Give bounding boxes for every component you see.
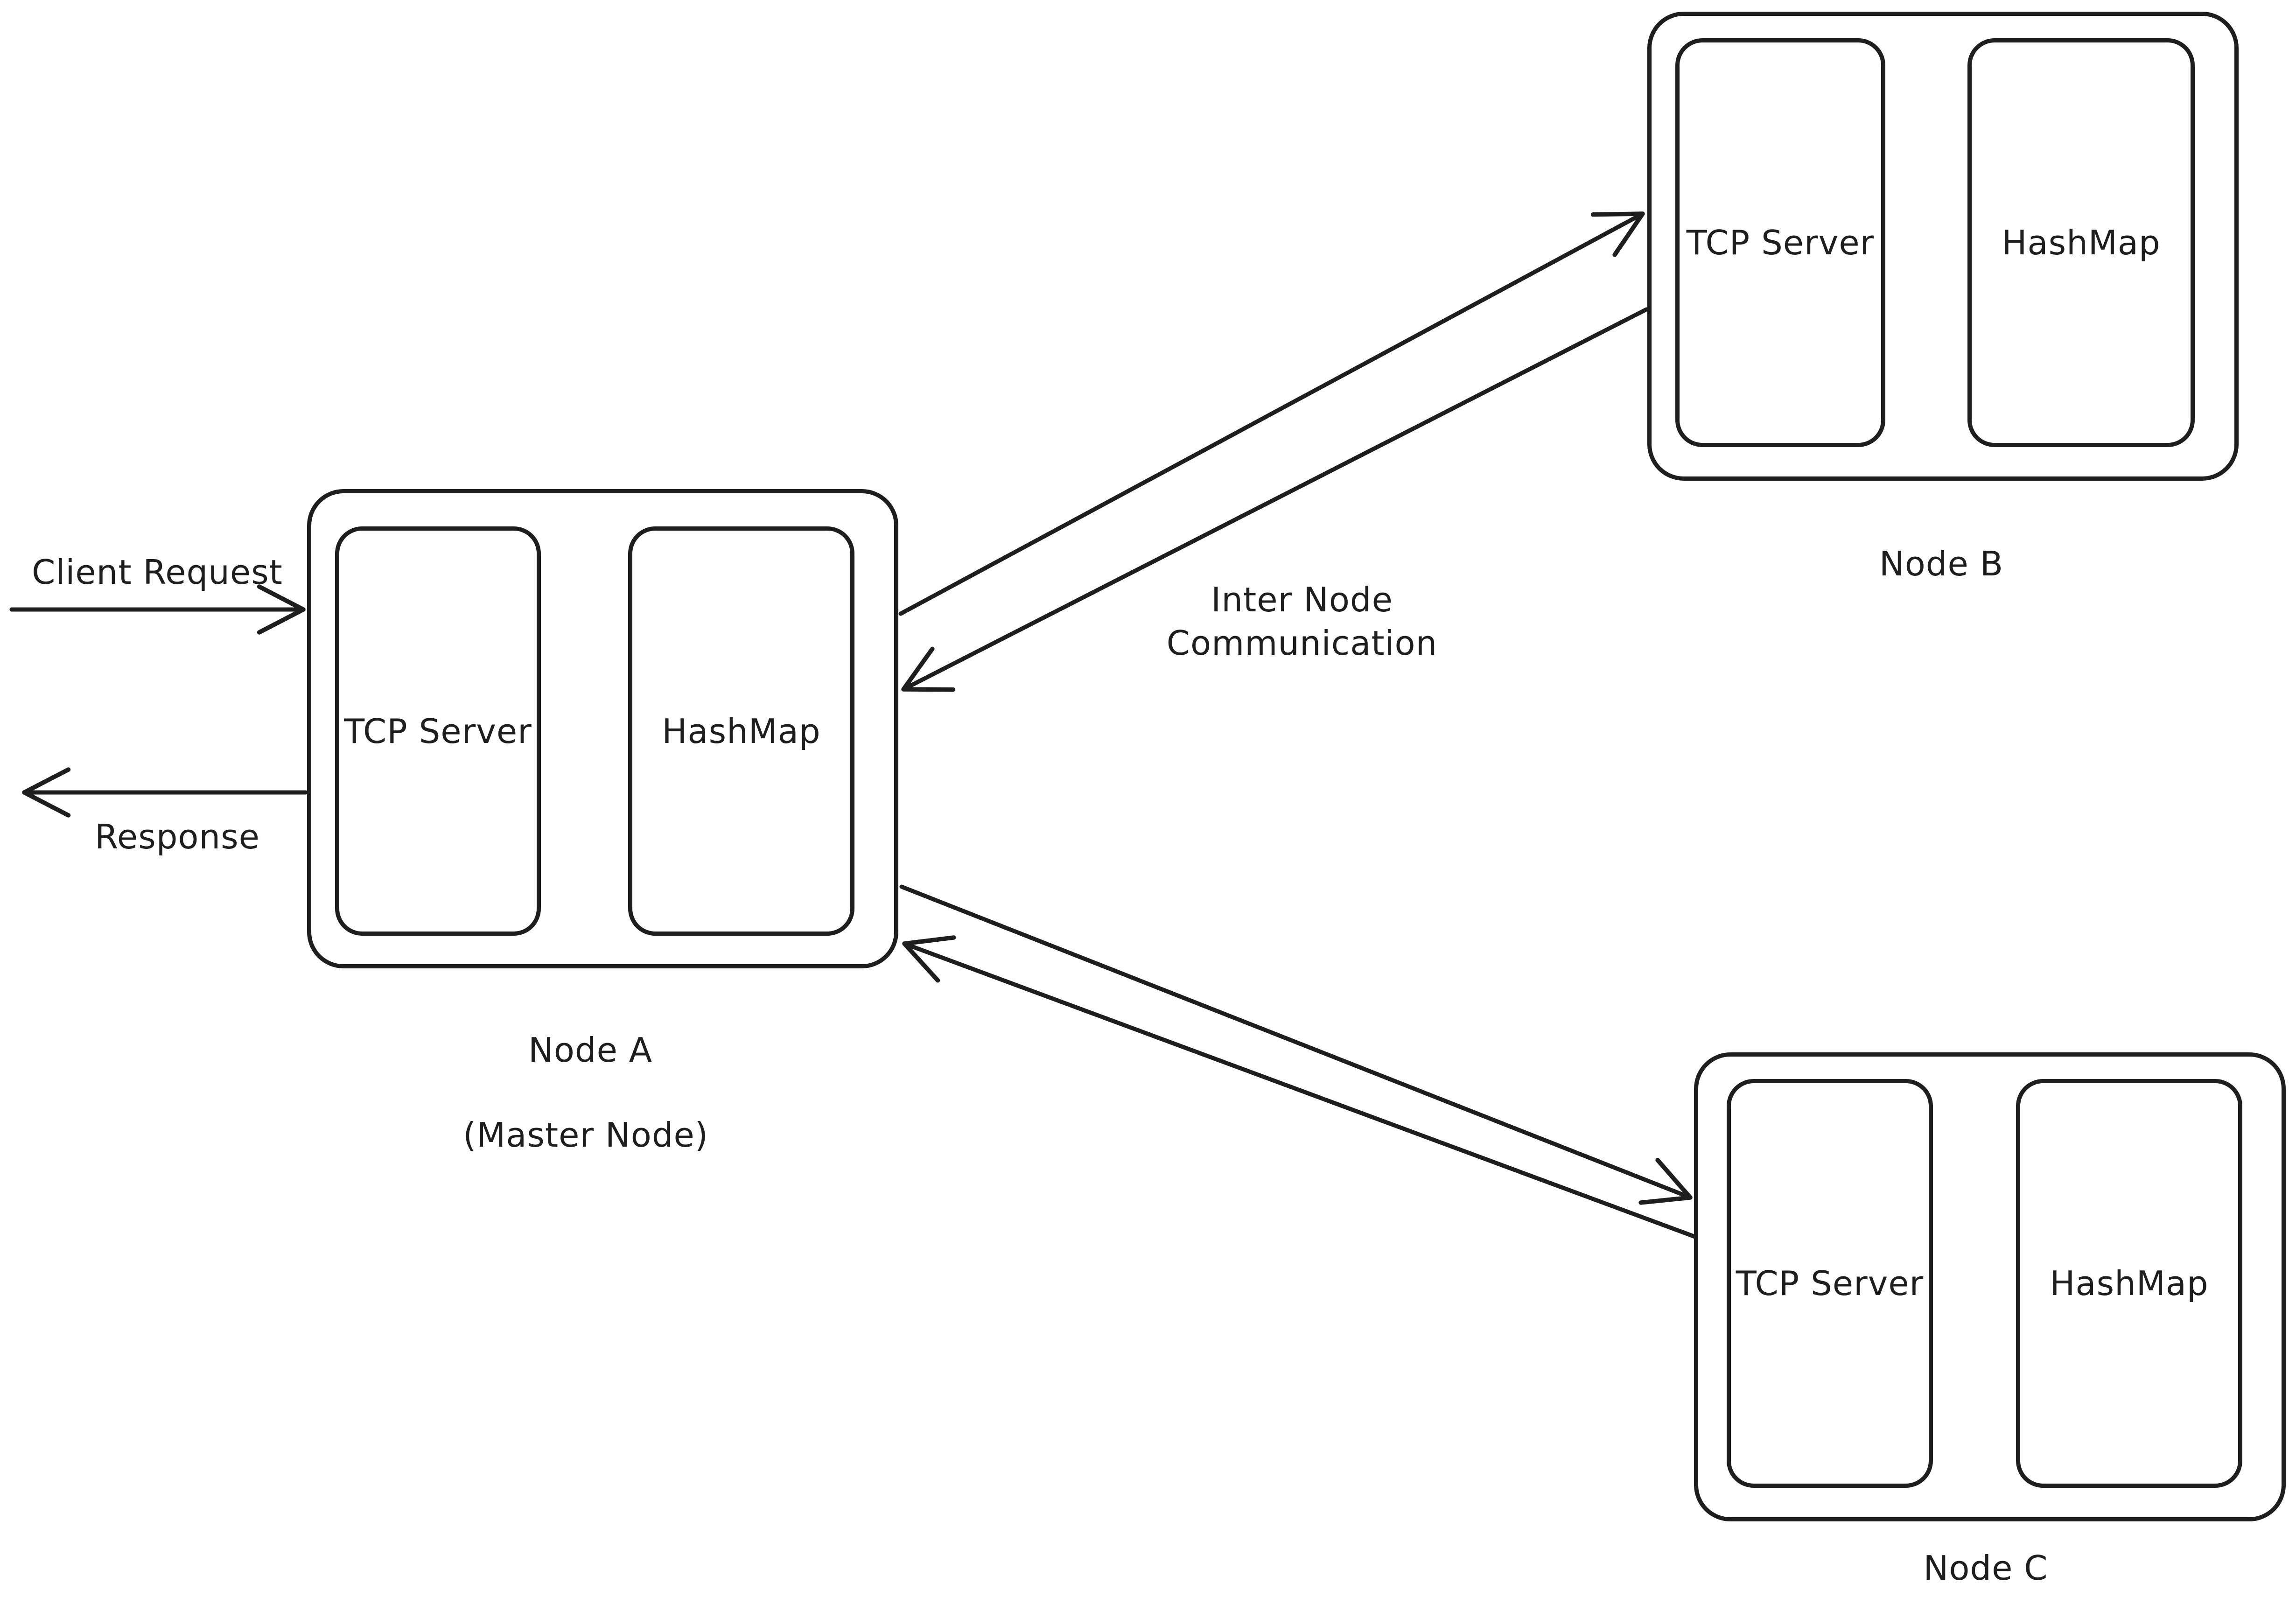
node-b-tcp-server-box: TCP Server <box>1675 38 1885 447</box>
node-c-to-node-a-arrow <box>902 935 1697 1239</box>
node-a-to-node-c-arrow <box>899 884 1693 1205</box>
node-b-caption: Node B <box>1879 544 2004 583</box>
node-c-caption: Node C <box>1923 1548 2048 1588</box>
node-a-tcp-server-label: TCP Server <box>344 711 532 751</box>
inter-node-communication-label: Inter Node Communication <box>1167 578 1438 665</box>
node-c-hashmap-box: HashMap <box>2016 1079 2242 1488</box>
node-c-box: TCP Server HashMap <box>1694 1052 2286 1521</box>
node-a-tcp-server-box: TCP Server <box>335 526 541 936</box>
inter-node-communication-line2: Communication <box>1166 623 1438 663</box>
node-b-tcp-server-label: TCP Server <box>1686 223 1875 262</box>
inter-node-communication-line1: Inter Node <box>1211 580 1393 619</box>
node-a-to-node-b-arrow <box>898 211 1645 616</box>
node-b-box: TCP Server HashMap <box>1647 12 2239 481</box>
node-a-subcaption: (Master Node) <box>463 1115 708 1155</box>
node-a-caption: Node A <box>528 1030 653 1070</box>
node-b-to-node-a-arrow <box>901 307 1649 692</box>
node-c-tcp-server-label: TCP Server <box>1736 1264 1924 1303</box>
node-a-hashmap-label: HashMap <box>662 711 821 751</box>
node-c-hashmap-label: HashMap <box>2050 1264 2209 1303</box>
response-label: Response <box>95 817 260 856</box>
node-b-hashmap-label: HashMap <box>2002 223 2161 262</box>
client-request-label: Client Request <box>32 553 283 592</box>
node-a-hashmap-box: HashMap <box>628 526 854 936</box>
node-c-tcp-server-box: TCP Server <box>1727 1079 1933 1488</box>
node-a-box: TCP Server HashMap <box>307 489 898 968</box>
node-b-hashmap-box: HashMap <box>1967 38 2195 447</box>
